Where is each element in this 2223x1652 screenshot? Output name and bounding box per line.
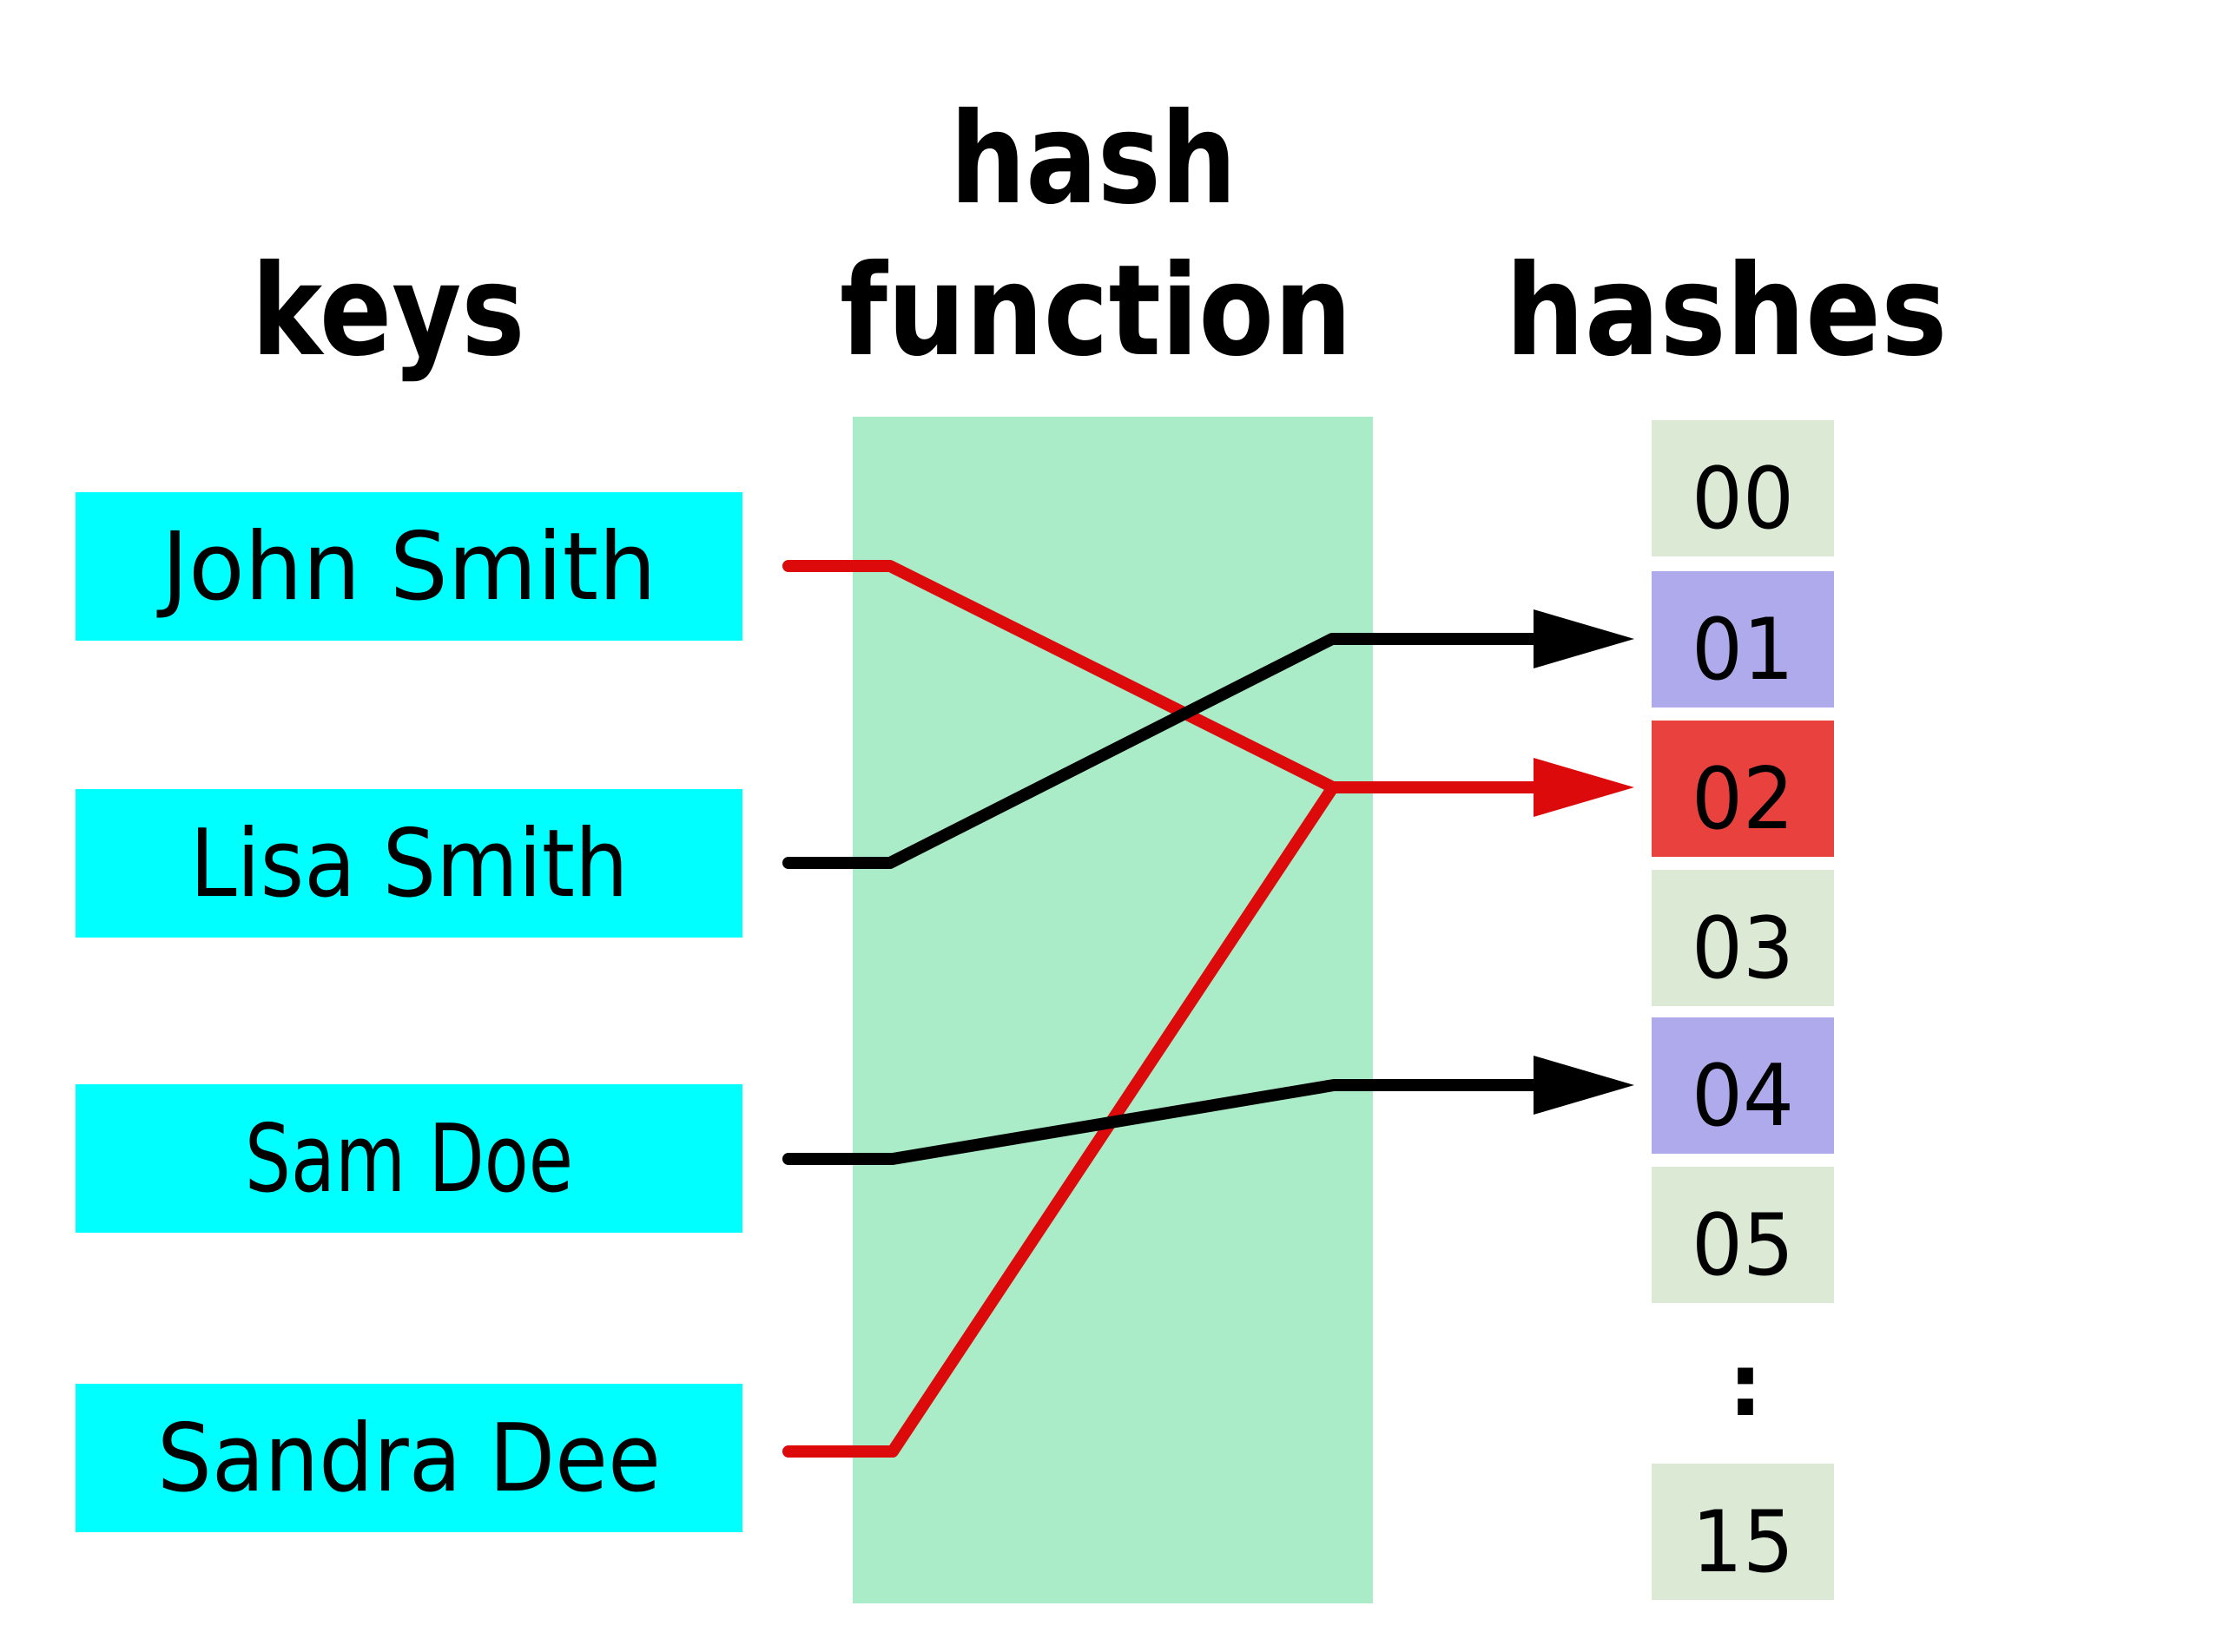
key-box-rect <box>76 1084 742 1233</box>
bucket-rect <box>1652 1464 1834 1600</box>
bucket-02: 02 <box>1652 721 1834 857</box>
bucket-rect <box>1652 1167 1834 1303</box>
bucket-01: 01 <box>1652 571 1834 708</box>
line-lisa-smith-to-01 <box>782 633 1560 869</box>
bucket-05: 05 <box>1652 1167 1834 1303</box>
key-box-rect <box>76 492 742 641</box>
bucket-label: 02 <box>1692 750 1794 849</box>
hash-function-title-line2: function <box>840 238 1352 385</box>
bucket-15: 15 <box>1652 1464 1834 1600</box>
line-sam-doe-to-04 <box>782 1079 1560 1165</box>
keys-column-title: keys <box>252 238 525 385</box>
arrowhead-black-to-04 <box>1534 1056 1634 1115</box>
bucket-rect <box>1652 420 1834 556</box>
bucket-label: 04 <box>1692 1047 1794 1146</box>
key-box-john-smith: John Smith <box>76 492 742 641</box>
bucket-03: 03 <box>1652 870 1834 1006</box>
bucket-label: 05 <box>1692 1196 1794 1295</box>
hash-function-title-line1: hash <box>950 86 1237 233</box>
bucket-rect <box>1652 1017 1834 1154</box>
key-box-lisa-smith: Lisa Smith <box>76 789 742 938</box>
key-box-rect <box>76 789 742 938</box>
key-box-sam-doe: Sam Doe <box>76 1084 742 1233</box>
bucket-label: 00 <box>1692 450 1794 549</box>
key-box-rect <box>76 1384 742 1532</box>
bucket-rect <box>1652 571 1834 708</box>
arrowhead-black-to-01 <box>1534 609 1634 668</box>
hashes-column-title: hashes <box>1506 238 1948 385</box>
key-label-john-smith: John Smith <box>156 513 656 622</box>
key-label-sam-doe: Sam Doe <box>245 1105 573 1214</box>
hash-function-box <box>853 417 1373 1603</box>
key-label-sandra-dee: Sandra Dee <box>157 1405 661 1513</box>
line-sandra-dee-to-02 <box>782 781 1339 1458</box>
bucket-label: 15 <box>1692 1493 1794 1592</box>
key-label-lisa-smith: Lisa Smith <box>190 810 629 918</box>
arrowhead-red-to-02 <box>1534 758 1634 817</box>
bucket-rect <box>1652 721 1834 857</box>
bucket-label: 01 <box>1692 601 1794 700</box>
line-john-smith-to-02 <box>782 560 1560 793</box>
bucket-04: 04 <box>1652 1017 1834 1154</box>
bucket-rect <box>1652 870 1834 1006</box>
bucket-00: 00 <box>1652 420 1834 556</box>
bucket-ellipsis: : <box>1728 1334 1763 1436</box>
bucket-label: 03 <box>1692 899 1794 998</box>
key-box-sandra-dee: Sandra Dee <box>76 1384 742 1532</box>
